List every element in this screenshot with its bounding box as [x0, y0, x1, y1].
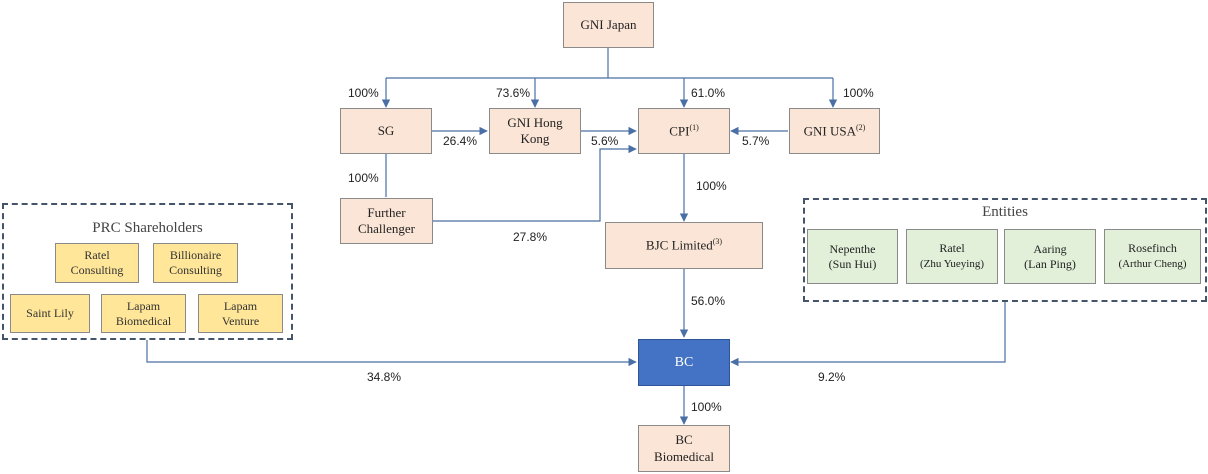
gni-japan-box: GNI Japan — [563, 2, 654, 48]
pct-usa-cpi: 5.7% — [742, 134, 770, 148]
ratel-consulting-line1: Ratel — [84, 248, 110, 262]
sg-box: SG — [340, 108, 432, 154]
bjc-limited-label: BJC Limited — [645, 237, 713, 253]
further-challenger-label-line1: Further — [367, 204, 406, 220]
aaring-box: Aaring(Lan Ping) — [1004, 229, 1096, 284]
ratel-box: Ratel (Zhu Yueying) — [906, 229, 998, 284]
pct-bc-bcb: 100% — [691, 400, 722, 414]
pct-sg-hk: 26.4% — [443, 134, 478, 148]
nepenthe-box: Nepenthe(Sun Hui) — [807, 229, 898, 284]
gni-usa-label: GNI USA — [803, 123, 857, 139]
ratel-line1: Ratel — [939, 241, 965, 256]
bjc-limited-box: BJC Limited(3) — [605, 222, 763, 269]
sg-label: SG — [377, 122, 395, 138]
pct-bjc-bc: 56.0% — [691, 294, 726, 308]
gni-japan-label: GNI Japan — [580, 16, 637, 32]
lapam-biomedical-line2: Biomedical — [115, 313, 172, 328]
rosefinch-box: Rosefinch (Arthur Cheng) — [1104, 229, 1201, 284]
bc-box: BC — [638, 339, 730, 386]
aaring-line1: Aaring — [1033, 241, 1067, 256]
gni-usa-footnote: (2) — [856, 122, 866, 132]
aaring-line2: (Lan Ping) — [1024, 256, 1076, 271]
billionaire-consulting-line2: Consulting — [169, 263, 222, 277]
pct-sg-fc: 100% — [348, 171, 379, 185]
lapam-biomedical-line1: Lapam — [126, 298, 161, 313]
billionaire-consulting-line1: Billionaire — [169, 248, 222, 262]
ratel-consulting-line2: Consulting — [70, 263, 124, 277]
gni-usa-box: GNI USA(2) — [789, 108, 880, 154]
rosefinch-line2: (Arthur Cheng) — [1118, 258, 1187, 271]
pct-entities-bc: 9.2% — [818, 370, 846, 384]
pct-fc-cpi: 27.8% — [513, 230, 548, 244]
pct-prc-bc: 34.8% — [367, 370, 402, 384]
lapam-venture-line2: Venture — [221, 313, 260, 328]
nepenthe-line2: (Sun Hui) — [828, 256, 877, 271]
connector-prc-to-bc — [146, 340, 637, 367]
cpi-label: CPI — [669, 123, 690, 139]
prc-shareholders-title: PRC Shareholders — [92, 220, 203, 236]
prc-shareholders-group — [2, 203, 293, 340]
entities-title: Entities — [982, 204, 1028, 220]
connector-entities-to-bc — [730, 302, 1006, 367]
rosefinch-line1: Rosefinch — [1128, 241, 1177, 256]
ratel-line2: (Zhu Yueying) — [919, 258, 985, 271]
entities-group — [803, 198, 1207, 302]
pct-japan-sg: 100% — [348, 86, 379, 100]
connector-fc-to-cpi — [433, 144, 637, 222]
pct-japan-cpi: 61.0% — [691, 86, 726, 100]
bc-label: BC — [674, 354, 694, 370]
pct-japan-usa: 100% — [843, 86, 874, 100]
bjc-limited-footnote: (3) — [712, 237, 723, 247]
nepenthe-line1: Nepenthe — [829, 241, 876, 256]
bc-biomedical-label-line1: BC — [675, 432, 693, 448]
pct-hk-cpi: 5.6% — [591, 134, 619, 148]
bc-biomedical-label-line2: Biomedical — [654, 448, 714, 464]
further-challenger-label-line2: Challenger — [357, 221, 416, 236]
saint-lily-label: Saint Lily — [26, 306, 74, 320]
pct-cpi-bjc: 100% — [696, 179, 727, 193]
cpi-box: CPI(1) — [638, 108, 730, 154]
lapam-venture-line1: Lapam — [223, 298, 258, 313]
gni-hong-kong-label-line2: Kong — [520, 131, 550, 146]
gni-hong-kong-label-line1: GNI Hong — [507, 114, 563, 130]
cpi-footnote: (1) — [689, 122, 699, 132]
saint-lily-box: Saint Lily — [10, 294, 90, 333]
pct-japan-hk: 73.6% — [496, 86, 531, 100]
